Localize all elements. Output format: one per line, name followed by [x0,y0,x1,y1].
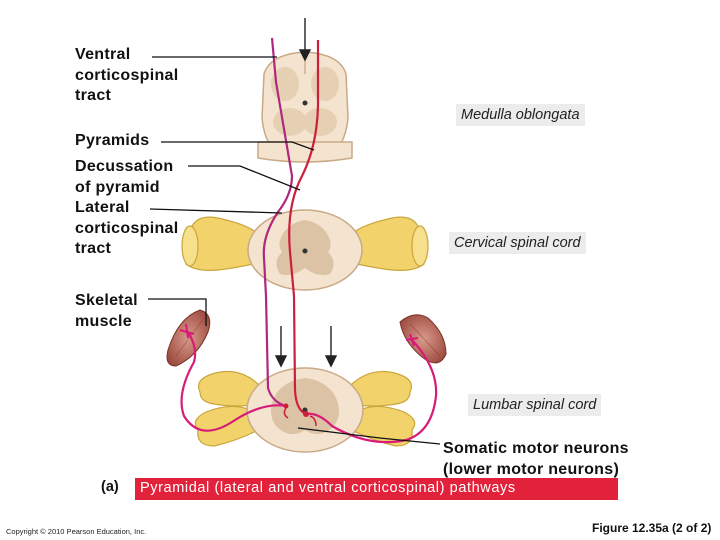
medulla-oblongata [257,51,353,163]
neuron-cell-bodies [283,403,317,427]
figure-number: Figure 12.35a (2 of 2) [592,521,712,535]
somatic-motor-neurons-label: Somatic motor neurons (lower motor neuro… [443,440,629,478]
caption-text: Pyramidal (lateral and ventral corticosp… [140,480,516,496]
decussation-label: Decussation of pyramid [75,158,174,196]
figure-part-letter: (a) [101,479,119,495]
descending-arrows [274,18,338,368]
lateral-corticospinal-pathway [288,40,320,416]
pyramids-label: Pyramids [75,132,150,149]
lumbar-spinal-cord-label: Lumbar spinal cord [468,394,602,416]
lateral-corticospinal-tract-label: Lateral corticospinal tract [75,199,179,257]
ventral-corticospinal-pathway [262,37,294,408]
leader-lines [148,56,441,445]
skeletal-muscle-left [166,309,211,367]
ventral-corticospinal-tract-label: Ventral corticospinal tract [75,46,179,104]
medulla-oblongata-label: Medulla oblongata [456,104,585,126]
caption-banner [135,478,618,500]
lumbar-spinal-cord [194,367,416,453]
motor-end-plates [179,323,419,347]
skeletal-muscle-label: Skeletal muscle [75,292,138,330]
copyright-text: Copyright © 2010 Pearson Education, Inc. [6,527,147,536]
cervical-spinal-cord-label: Cervical spinal cord [449,232,586,254]
skeletal-muscle-right [399,314,447,364]
cervical-spinal-cord [181,209,429,291]
